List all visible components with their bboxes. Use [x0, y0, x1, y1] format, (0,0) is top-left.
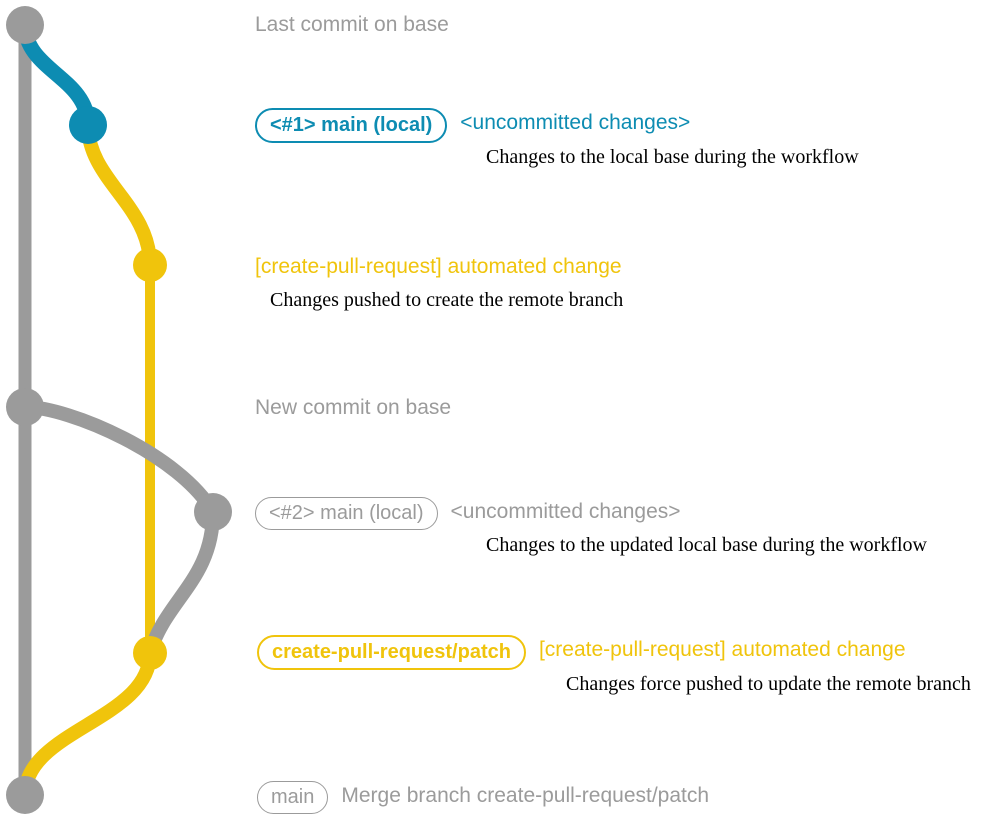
- commit-description-local-1: Changes to the local base during the wor…: [486, 146, 859, 168]
- commit-subject-local-2: <uncommitted changes>: [450, 500, 681, 523]
- graph-row-merge-commit: main Merge branch create-pull-request/pa…: [257, 781, 709, 814]
- commit-node-remote-force[interactable]: [133, 636, 167, 670]
- graph-row-remote-create-branch: [create-pull-request] automated change: [255, 252, 622, 282]
- commit-node-remote-create[interactable]: [133, 248, 167, 282]
- branch-badge-remote-patch[interactable]: create-pull-request/patch: [257, 635, 526, 670]
- commit-heading-2: New commit on base: [255, 396, 452, 419]
- commit-description-remote-create: Changes pushed to create the remote bran…: [270, 289, 624, 311]
- commit-subject-remote-create: [create-pull-request] automated change: [255, 255, 622, 278]
- commit-subject-merge: Merge branch create-pull-request/patch: [341, 784, 710, 807]
- local-branch-line-2: [18, 400, 220, 519]
- commit-node-local-1[interactable]: [69, 106, 107, 144]
- commit-description-local-2: Changes to the updated local base during…: [486, 534, 927, 556]
- graph-row-local-commit-2: <#2> main (local) <uncommitted changes>: [255, 497, 681, 530]
- commit-node-base-merge[interactable]: [6, 776, 44, 814]
- commit-subject-local-1: <uncommitted changes>: [460, 111, 691, 134]
- commit-node-base-new[interactable]: [6, 388, 44, 426]
- branch-badge-local-1[interactable]: <#1> main (local): [255, 108, 448, 143]
- branch-badge-local-2[interactable]: <#2> main (local): [255, 497, 438, 530]
- commit-description-remote-force: Changes force pushed to update the remot…: [566, 673, 971, 695]
- graph-row-last-commit-on-base: Last commit on base: [255, 12, 449, 38]
- commit-node-base-last[interactable]: [6, 6, 44, 44]
- commit-heading: Last commit on base: [255, 13, 449, 36]
- commit-subject-remote-force: [create-pull-request] automated change: [538, 638, 906, 661]
- local-to-remote-line: [143, 505, 220, 660]
- graph-row-new-commit-on-base: New commit on base: [255, 395, 451, 421]
- graph-row-remote-force-push: create-pull-request/patch [create-pull-r…: [257, 635, 906, 670]
- remote-branch-line-1: [81, 118, 157, 272]
- branch-badge-main[interactable]: main: [257, 781, 329, 814]
- merge-line: [18, 646, 157, 802]
- graph-row-local-commit-1: <#1> main (local) <uncommitted changes>: [255, 108, 690, 143]
- commit-node-local-2[interactable]: [194, 493, 232, 531]
